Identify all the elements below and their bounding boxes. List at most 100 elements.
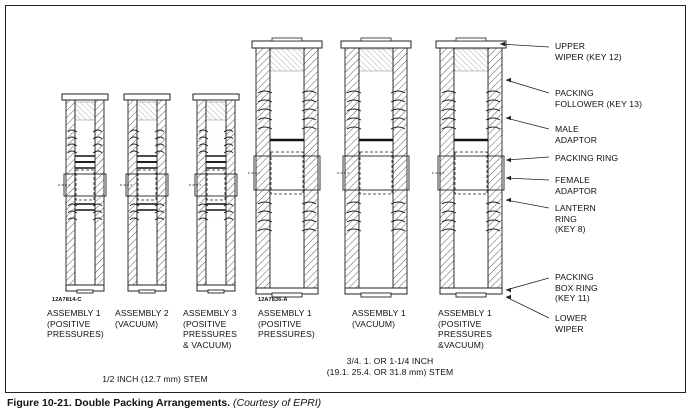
leader-arrowhead: [506, 197, 511, 203]
assembly-note: (POSITIVE PRESSURES): [47, 318, 104, 340]
callout-leaders: [499, 41, 550, 319]
right-wall: [303, 47, 319, 289]
callout-female-adaptor: FEMALE ADAPTOR: [555, 175, 598, 196]
lower-ring-left: [129, 210, 140, 214]
packing-ring-right: [154, 129, 165, 133]
left-wall: [127, 99, 138, 287]
packing-ring-right: [390, 126, 406, 130]
upper-wiper: [61, 93, 109, 101]
upper-wiper: [123, 93, 171, 101]
leader-arrowhead: [500, 41, 505, 47]
assembly-title: ASSEMBLY 1: [47, 308, 101, 318]
assembly-title: ASSEMBLY 1: [258, 308, 312, 318]
packing-ring-right: [154, 143, 165, 147]
packing-ring-left: [257, 90, 273, 94]
stem-label-large-line2: (19.1. 25.4. OR 31.8 mm) STEM: [326, 367, 454, 377]
packing-ring-left: [441, 108, 457, 112]
packing-ring-right: [301, 90, 317, 94]
upper-wiper: [435, 40, 507, 49]
assembly-note: (VACUUM): [352, 318, 396, 329]
lower-ring-left: [441, 201, 457, 205]
right-wall: [94, 99, 105, 287]
lower-ring-right: [92, 217, 103, 221]
lower-ring-right: [301, 210, 317, 214]
lower-ring-right: [154, 210, 165, 214]
lower-ring-right: [390, 201, 406, 205]
packing-assembly-5: [337, 37, 412, 298]
lower-ring-right: [390, 228, 406, 232]
lower-ring-right: [223, 210, 234, 214]
lower-ring-left: [67, 217, 78, 221]
packing-ring-right: [301, 99, 317, 103]
lower-ring-right: [390, 219, 406, 223]
lower-ring-right: [223, 217, 234, 221]
packing-ring-left: [67, 136, 78, 140]
leader-line: [505, 277, 550, 291]
lower-ring-left: [198, 217, 209, 221]
lower-ring-right: [301, 219, 317, 223]
packing-ring-right: [485, 90, 501, 94]
packing-assembly-4: [248, 37, 323, 298]
packing-ring-left: [257, 117, 273, 121]
assembly-label-5: ASSEMBLY 1 (VACUUM): [352, 308, 432, 329]
lower-ring-right: [390, 210, 406, 214]
packing-follower: [453, 48, 489, 72]
lantern-housing: [253, 155, 321, 191]
lower-ring-right: [92, 210, 103, 214]
packing-ring-right: [390, 90, 406, 94]
callout-packing-ring: PACKING RING: [555, 153, 619, 163]
packing-ring-left: [67, 150, 78, 154]
leader-arrowhead: [506, 287, 511, 293]
assembly-note: (POSITIVE PRESSURES): [258, 318, 315, 340]
packing-ring-right: [92, 150, 103, 154]
packing-ring-left: [198, 150, 209, 154]
lantern-housing: [437, 155, 505, 191]
callout-lantern-ring: LANTERN RING (KEY 8): [555, 203, 596, 234]
lower-ring-left: [346, 210, 362, 214]
lower-wiper: [207, 289, 225, 294]
left-wall: [439, 47, 455, 289]
leader-line: [499, 43, 550, 48]
leader-arrowhead: [506, 294, 511, 300]
lower-ring-right: [485, 201, 501, 205]
packing-ring-left: [346, 117, 362, 121]
packing-ring-right: [223, 150, 234, 154]
lower-ring-left: [67, 210, 78, 214]
lantern-housing: [194, 173, 238, 197]
left-wall: [344, 47, 360, 289]
packing-ring-right: [223, 143, 234, 147]
left-wall: [196, 99, 207, 287]
packing-ring-left: [67, 129, 78, 133]
packing-ring-left: [346, 108, 362, 112]
lower-ring-left: [441, 219, 457, 223]
packing-follower: [269, 48, 305, 72]
packing-ring-left: [129, 150, 140, 154]
packing-ring-left: [67, 143, 78, 147]
lower-wiper: [271, 292, 303, 298]
lower-ring-left: [346, 219, 362, 223]
upper-wiper: [340, 40, 412, 49]
callout-lower-wiper: LOWER WIPER: [555, 313, 588, 334]
lower-ring-right: [154, 203, 165, 207]
lower-ring-right: [92, 203, 103, 207]
assembly-title: ASSEMBLY 3: [183, 308, 237, 318]
packing-ring-right: [92, 143, 103, 147]
callout-packing-box-ring: PACKING BOX RING (KEY 11): [555, 272, 598, 303]
lower-ring-right: [485, 210, 501, 214]
lower-ring-left: [198, 203, 209, 207]
assembly-label-1: ASSEMBLY 1 (POSITIVE PRESSURES): [47, 308, 117, 340]
lantern-ring: [137, 169, 157, 201]
leader-line: [505, 177, 550, 181]
packing-assembly-2: [120, 93, 171, 294]
packing-follower: [205, 101, 227, 121]
lower-ring-left: [129, 217, 140, 221]
lantern-housing: [342, 155, 410, 191]
packing-ring-left: [198, 143, 209, 147]
lower-ring-right: [223, 203, 234, 207]
packing-ring-left: [441, 99, 457, 103]
lower-ring-left: [129, 203, 140, 207]
right-wall: [225, 99, 236, 287]
packing-ring-left: [441, 117, 457, 121]
lower-ring-left: [257, 201, 273, 205]
packing-ring-right: [154, 150, 165, 154]
